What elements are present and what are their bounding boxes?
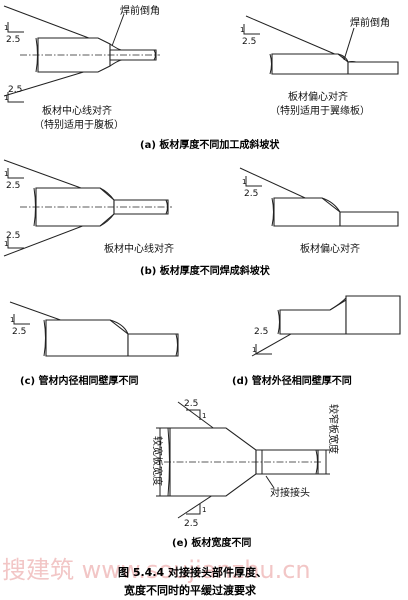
figure-caption-line-2: 宽度不同时的平缓过渡要求 <box>123 583 257 597</box>
text-b-offset-aligned: 板材偏心对齐 <box>300 242 360 255</box>
panel-b-offset-aligned-drawing <box>239 167 399 227</box>
panel-c: 1 2.5 (c) 管材内径相同壁厚不同 <box>9 301 179 387</box>
slope-label-b-bottom: 2.5 <box>6 231 20 241</box>
panel-b: 1 2.5 1 2.5 板材中心线对齐 1 2.5 板材偏心对齐 (b) 板材厚… <box>3 159 399 277</box>
label-wide-plate-width: 较宽板宽度 <box>151 436 164 486</box>
caption-b: (b) 板材厚度不同焊成斜坡状 <box>140 264 271 277</box>
slope-label-c: 2.5 <box>12 327 26 337</box>
slope-marker-b-top: 1 2.5 <box>4 168 24 191</box>
label-narrow-plate-width: 较窄板宽度 <box>327 404 340 454</box>
svg-text:1: 1 <box>202 506 206 514</box>
svg-text:1: 1 <box>252 346 256 354</box>
svg-text:1: 1 <box>242 178 246 186</box>
label-butt-joint: 对接接头 <box>270 486 310 499</box>
slope-label-b-right: 2.5 <box>244 189 258 199</box>
text-offset-aligned: 板材偏心对齐 <box>288 90 348 103</box>
slope-label-a-bottom: 2.5 <box>8 85 22 95</box>
watermark: 搜建筑 www.soujianzhu.cn <box>2 556 311 584</box>
text-center-aligned: 板材中心线对齐 <box>42 104 112 117</box>
svg-text:1: 1 <box>4 170 8 178</box>
panel-a-offset-aligned-drawing <box>245 15 399 75</box>
panel-d-pipe-drawing <box>251 295 401 357</box>
slope-marker-d: 1 2.5 <box>252 327 272 355</box>
slope-marker-b-bottom: 1 2.5 <box>4 231 24 249</box>
figure-caption-line-1: 图 5.4.4 对接接头部件厚度、 <box>118 565 267 579</box>
slope-marker-e-bottom: 1 2.5 <box>184 504 206 529</box>
svg-text:1: 1 <box>10 316 14 324</box>
slope-label-a-right: 2.5 <box>242 37 256 47</box>
slope-label-d: 2.5 <box>254 327 268 337</box>
panel-e: 较宽板宽度 较窄板宽度 1 2.5 1 2.5 对接接头 (e) 板材宽度不同 <box>151 399 340 549</box>
slope-label-e-bottom: 2.5 <box>184 519 198 529</box>
slope-label-a-top: 2.5 <box>6 35 20 45</box>
panel-c-pipe-drawing <box>9 301 179 357</box>
label-chamfer-left: 焊前倒角 <box>120 4 160 17</box>
label-chamfer-right: 焊前倒角 <box>350 16 390 29</box>
slope-marker-e-top: 1 2.5 <box>184 399 206 420</box>
slope-marker-b-right: 1 2.5 <box>242 176 262 199</box>
svg-text:1: 1 <box>4 240 8 248</box>
text-offset-aligned-note: （特别适用于翼缘板） <box>270 104 370 117</box>
caption-d: (d) 管材外径相同壁厚不同 <box>232 374 352 387</box>
slope-marker-a-right: 1 2.5 <box>240 24 260 47</box>
svg-text:1: 1 <box>202 412 206 420</box>
caption-a: (a) 板材厚度不同加工成斜坡状 <box>140 138 280 151</box>
dimension-wide: 较宽板宽度 <box>151 427 170 497</box>
panel-e-plan-drawing <box>164 401 322 519</box>
slope-marker-c: 1 2.5 <box>10 314 30 337</box>
panel-a-center-aligned-drawing <box>3 5 160 97</box>
caption-c: (c) 管材内径相同壁厚不同 <box>20 374 139 387</box>
panel-a: 1 2.5 1 2.5 焊前倒角 板材中心线对齐 （特别适用于腹板） 1 2.5… <box>3 4 399 151</box>
svg-text:1: 1 <box>4 24 8 32</box>
slope-marker-a-top: 1 2.5 <box>4 22 24 45</box>
caption-e: (e) 板材宽度不同 <box>172 536 251 549</box>
slope-marker-a-bottom: 1 2.5 <box>4 85 24 103</box>
svg-text:1: 1 <box>4 94 8 102</box>
text-b-center-aligned: 板材中心线对齐 <box>104 242 174 255</box>
dimension-narrow: 较窄板宽度 <box>318 404 340 475</box>
svg-text:1: 1 <box>240 26 244 34</box>
text-center-aligned-note: （特别适用于腹板） <box>34 118 124 131</box>
slope-label-e-top: 2.5 <box>184 399 198 409</box>
panel-b-center-aligned-drawing <box>3 159 172 257</box>
panel-d: 1 2.5 (d) 管材外径相同壁厚不同 <box>232 295 401 387</box>
slope-label-b-top: 2.5 <box>6 181 20 191</box>
